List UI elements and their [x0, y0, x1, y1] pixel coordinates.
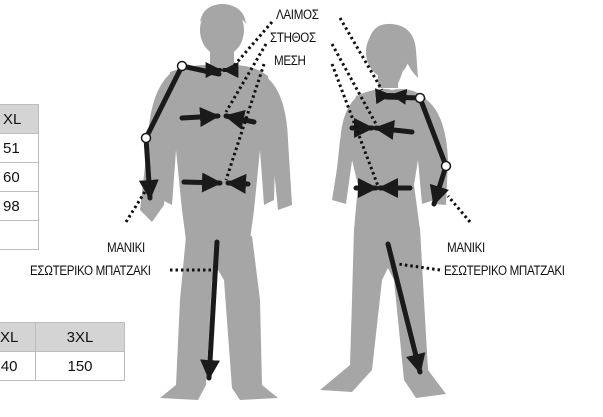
- chest-label: ΣΤΗΘΟΣ: [270, 30, 316, 45]
- male-silhouette: [140, 4, 292, 400]
- sleeve-label-right: ΜΑΝΙΚΙ: [447, 240, 485, 255]
- inseam-label-left: ΕΣΩΤΕΡΙΚΟ ΜΠΑΤΖΑΚΙ: [30, 263, 151, 278]
- neck-label: ΛΑΙΜΟΣ: [276, 7, 319, 22]
- sleeve-label-left: ΜΑΝΙΚΙ: [107, 240, 145, 255]
- waist-label: ΜΕΣΗ: [274, 53, 306, 68]
- inseam-label-right: ΕΣΩΤΕΡΙΚΟ ΜΠΑΤΖΑΚΙ: [444, 263, 565, 278]
